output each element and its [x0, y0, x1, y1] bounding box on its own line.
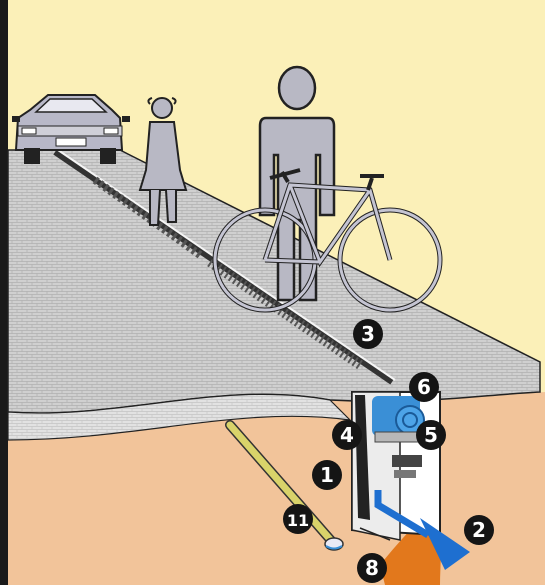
svg-text:5: 5	[424, 423, 438, 447]
left-frame-edge	[0, 0, 8, 585]
callout-1: 1	[312, 460, 342, 490]
callout-3: 3	[353, 319, 383, 349]
callout-5: 5	[416, 420, 446, 450]
svg-text:3: 3	[361, 322, 375, 346]
callout-4: 4	[332, 420, 362, 450]
svg-text:4: 4	[340, 423, 354, 447]
callout-8: 8	[357, 553, 387, 583]
svg-text:8: 8	[365, 556, 379, 580]
callout-6: 6	[409, 372, 439, 402]
svg-text:2: 2	[472, 518, 486, 542]
svg-text:6: 6	[417, 375, 431, 399]
callout-2: 2	[464, 515, 494, 545]
callout-11: 11	[283, 504, 313, 534]
svg-text:1: 1	[320, 463, 334, 487]
svg-text:11: 11	[287, 511, 309, 530]
